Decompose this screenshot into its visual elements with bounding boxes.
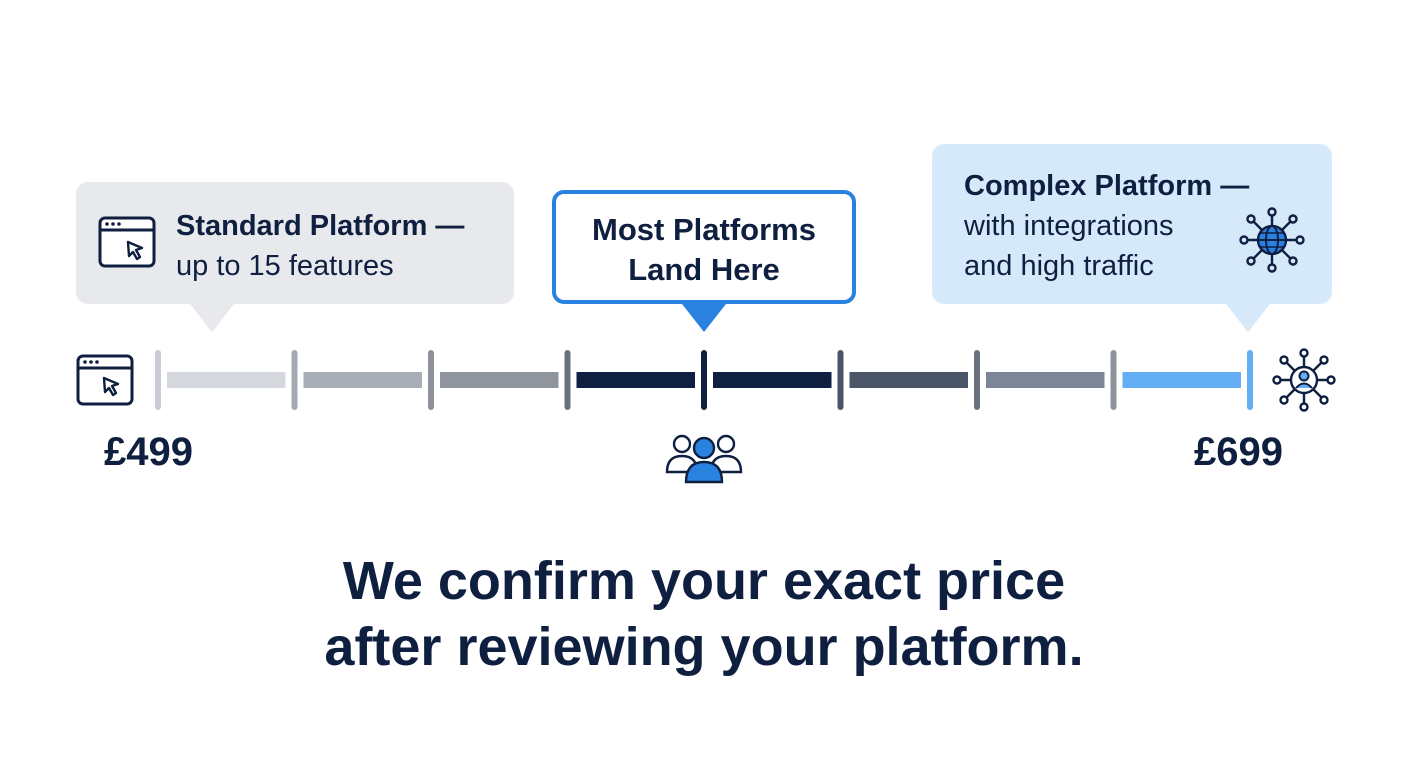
bottom-message: We confirm your exact price after review… (0, 548, 1408, 680)
scale-ticks (155, 350, 1253, 410)
scale-segment (849, 372, 968, 388)
most-platforms-line2: Land Here (628, 252, 780, 287)
standard-platform-callout: Standard Platform — up to 15 features (76, 182, 514, 332)
complex-platform-line2: with integrations (964, 210, 1174, 242)
scale-tick (974, 350, 980, 410)
browser-cursor-icon (98, 216, 156, 273)
scale-tick (291, 350, 298, 410)
most-platforms-callout: Most Platforms Land Here (552, 190, 856, 332)
complex-platform-text: Complex Platform — with integrations and… (964, 166, 1249, 286)
callout-tail (1226, 304, 1270, 332)
most-platforms-line1: Most Platforms (592, 212, 816, 247)
scale-tick (428, 350, 434, 410)
user-network-icon (1272, 348, 1336, 412)
complex-platform-callout: Complex Platform — with integrations and… (932, 144, 1332, 332)
standard-platform-subtitle: up to 15 features (176, 250, 394, 282)
complex-platform-line3: and high traffic (964, 250, 1154, 282)
scale-middle-icon (662, 428, 746, 491)
scale-tick (155, 350, 161, 410)
callout-tail (190, 304, 234, 332)
scale-tick (701, 350, 707, 410)
scale-segment (440, 372, 559, 388)
scale-segment (986, 372, 1105, 388)
scale-left-icon (76, 354, 134, 411)
scale-segments (167, 372, 1241, 388)
scale-tick (837, 350, 844, 410)
scale-tick (1110, 350, 1117, 410)
scale-segment (303, 372, 422, 388)
complex-platform-title: Complex Platform — (964, 170, 1250, 202)
scale-tick (564, 350, 571, 410)
scale-segment (167, 372, 286, 388)
standard-platform-title: Standard Platform — (176, 210, 465, 242)
scale-segment (576, 372, 695, 388)
scale-segment (713, 372, 832, 388)
price-min-label: £499 (104, 430, 193, 474)
scale-right-icon (1272, 348, 1336, 417)
message-line1: We confirm your exact price (342, 551, 1066, 611)
callout-tail (682, 304, 726, 332)
most-platforms-text: Most Platforms Land Here (556, 210, 852, 290)
scale-tick (1247, 350, 1253, 410)
scale-segment (1122, 372, 1241, 388)
globe-network-icon (1238, 206, 1306, 279)
users-group-icon (665, 434, 743, 484)
price-max-label: £699 (1194, 430, 1283, 474)
message-line2: after reviewing your platform. (324, 617, 1084, 677)
standard-platform-text: Standard Platform — up to 15 features (176, 206, 464, 286)
browser-cursor-icon (76, 354, 134, 406)
